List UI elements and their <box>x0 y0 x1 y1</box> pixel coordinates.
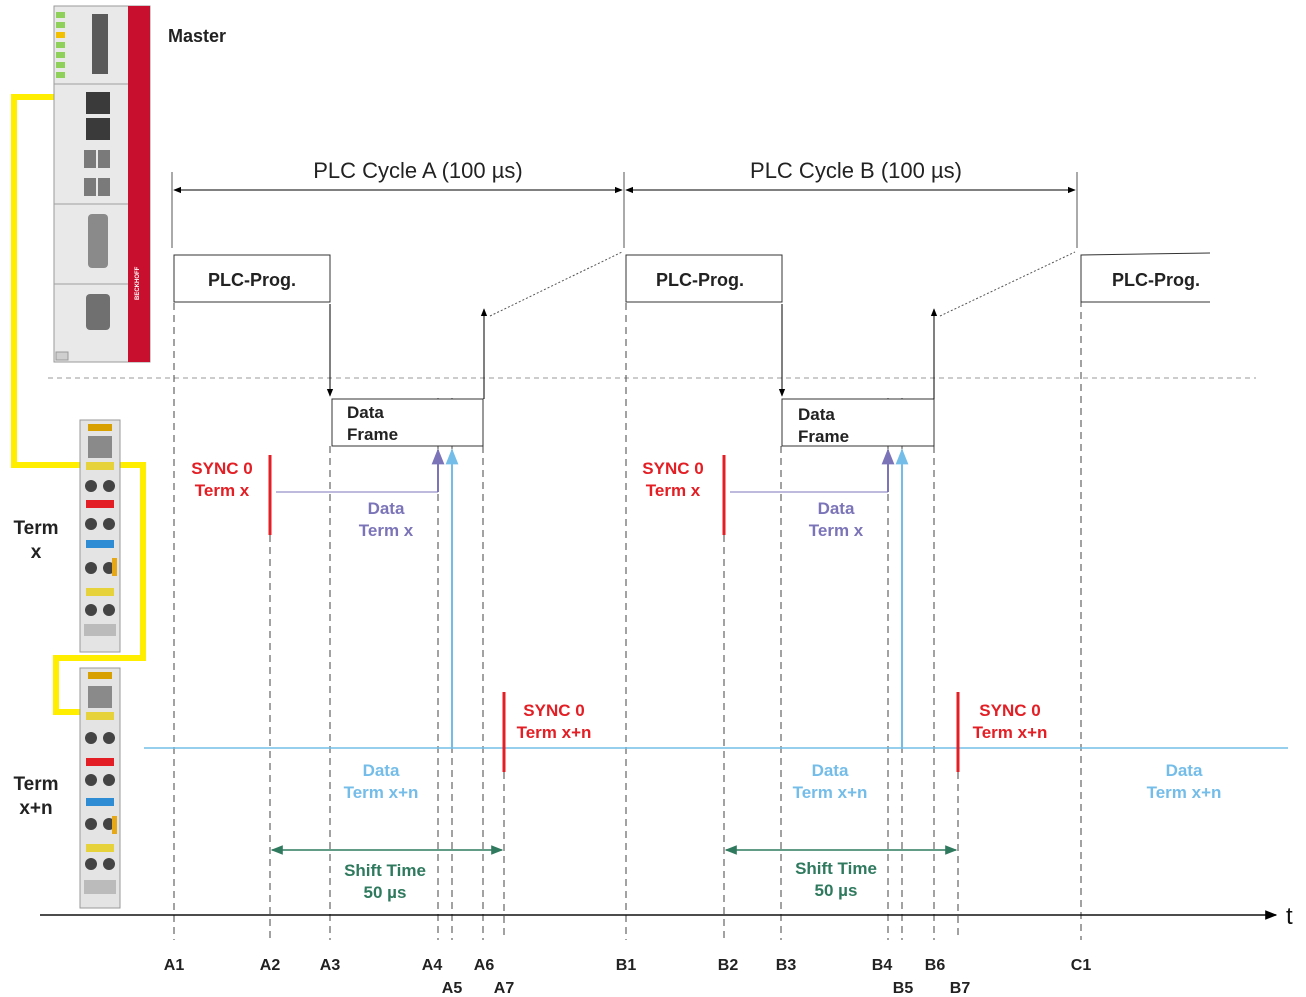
sync0-term-x-label-b-line1: SYNC 0 <box>642 459 703 478</box>
data-term-xn-label-a-line2: Term x+n <box>344 783 419 802</box>
sync0-term-xn-label-b-line1: SYNC 0 <box>979 701 1040 720</box>
sync0-term-xn-label-a-line2: Term x+n <box>517 723 592 742</box>
tick-label-a2: A2 <box>260 957 281 974</box>
term-xn-label-line2: x+n <box>19 798 52 819</box>
sync0-term-x-label-a-line2: Term x <box>195 481 250 500</box>
master-device <box>53 5 151 363</box>
tick-label-a3: A3 <box>320 957 341 974</box>
tick-label-a6: A6 <box>474 957 495 974</box>
data-frame-label-a-line2: Frame <box>347 425 398 444</box>
plc-prog-label-a: PLC-Prog. <box>208 270 296 290</box>
sync0-term-x-label-b-line2: Term x <box>646 481 701 500</box>
data-frame-label-a-line1: Data <box>347 403 384 422</box>
data-term-x-label-a-line2: Term x <box>359 521 414 540</box>
tick-label-c1: C1 <box>1071 957 1092 974</box>
term-x-label-line2: x <box>31 542 42 563</box>
data-term-xn-label-a-line1: Data <box>363 761 400 780</box>
data-frame-label-b-line1: Data <box>798 405 835 424</box>
tick-label-b4: B4 <box>872 957 893 974</box>
tick-label-a7: A7 <box>494 980 515 997</box>
data-frame-box-b <box>781 398 935 447</box>
sync0-term-xn-label-a-line1: SYNC 0 <box>523 701 584 720</box>
data-term-xn-label-c-line1: Data <box>1166 761 1203 780</box>
plc-prog-box-b <box>625 254 783 303</box>
time-axis-label: t <box>1286 903 1293 930</box>
tick-label-b5: B5 <box>893 980 914 997</box>
tick-label-b3: B3 <box>776 957 797 974</box>
data-frame-box-a <box>331 398 484 447</box>
sync0-term-x-label-a-line1: SYNC 0 <box>191 459 252 478</box>
plc-prog-label-c: PLC-Prog. <box>1112 270 1200 290</box>
data-term-xn-label-c-line2: Term x+n <box>1147 783 1222 802</box>
terminal-x-module <box>79 419 121 653</box>
plc-prog-box-c <box>1080 252 1211 303</box>
tick-label-a5: A5 <box>442 980 463 997</box>
dotted-link-a <box>489 251 623 317</box>
terminal-xn-module <box>79 667 121 909</box>
plc-prog-box-a <box>173 254 331 303</box>
shift-time-label-b-line2: 50 µs <box>815 881 858 900</box>
ethercat-cable <box>11 94 146 715</box>
tick-label-b7: B7 <box>950 980 971 997</box>
tick-label-b2: B2 <box>718 957 739 974</box>
data-term-x-label-a-line1: Data <box>368 499 405 518</box>
data-term-xn-label-b-line1: Data <box>812 761 849 780</box>
tick-label-a4: A4 <box>422 957 443 974</box>
tick-label-a1: A1 <box>164 957 185 974</box>
master-brand-logo: BECKHOFF <box>135 266 141 300</box>
cycle-b-label: PLC Cycle B (100 µs) <box>750 158 962 183</box>
term-xn-label-line1: Term <box>13 774 58 795</box>
data-frame-label-b-line2: Frame <box>798 427 849 446</box>
shift-time-label-a-line2: 50 µs <box>364 883 407 902</box>
shift-time-label-b-line1: Shift Time <box>795 859 877 878</box>
shift-time-label-a-line1: Shift Time <box>344 861 426 880</box>
cycle-a-label: PLC Cycle A (100 µs) <box>313 158 523 183</box>
data-term-x-label-b-line1: Data <box>818 499 855 518</box>
dotted-link-b <box>939 251 1076 317</box>
tick-labels: A1 A2 A3 A4 A5 A6 A7 B1 B2 B3 B4 B5 B6 B… <box>164 957 1092 997</box>
time-marker-lines <box>173 255 1082 940</box>
plc-prog-label-b: PLC-Prog. <box>656 270 744 290</box>
tick-label-b6: B6 <box>925 957 946 974</box>
master-label: Master <box>168 26 226 46</box>
term-x-label-line1: Term <box>13 518 58 539</box>
data-term-xn-label-b-line2: Term x+n <box>793 783 868 802</box>
data-term-x-label-b-line2: Term x <box>809 521 864 540</box>
tick-label-b1: B1 <box>616 957 637 974</box>
sync0-term-xn-label-b-line2: Term x+n <box>973 723 1048 742</box>
